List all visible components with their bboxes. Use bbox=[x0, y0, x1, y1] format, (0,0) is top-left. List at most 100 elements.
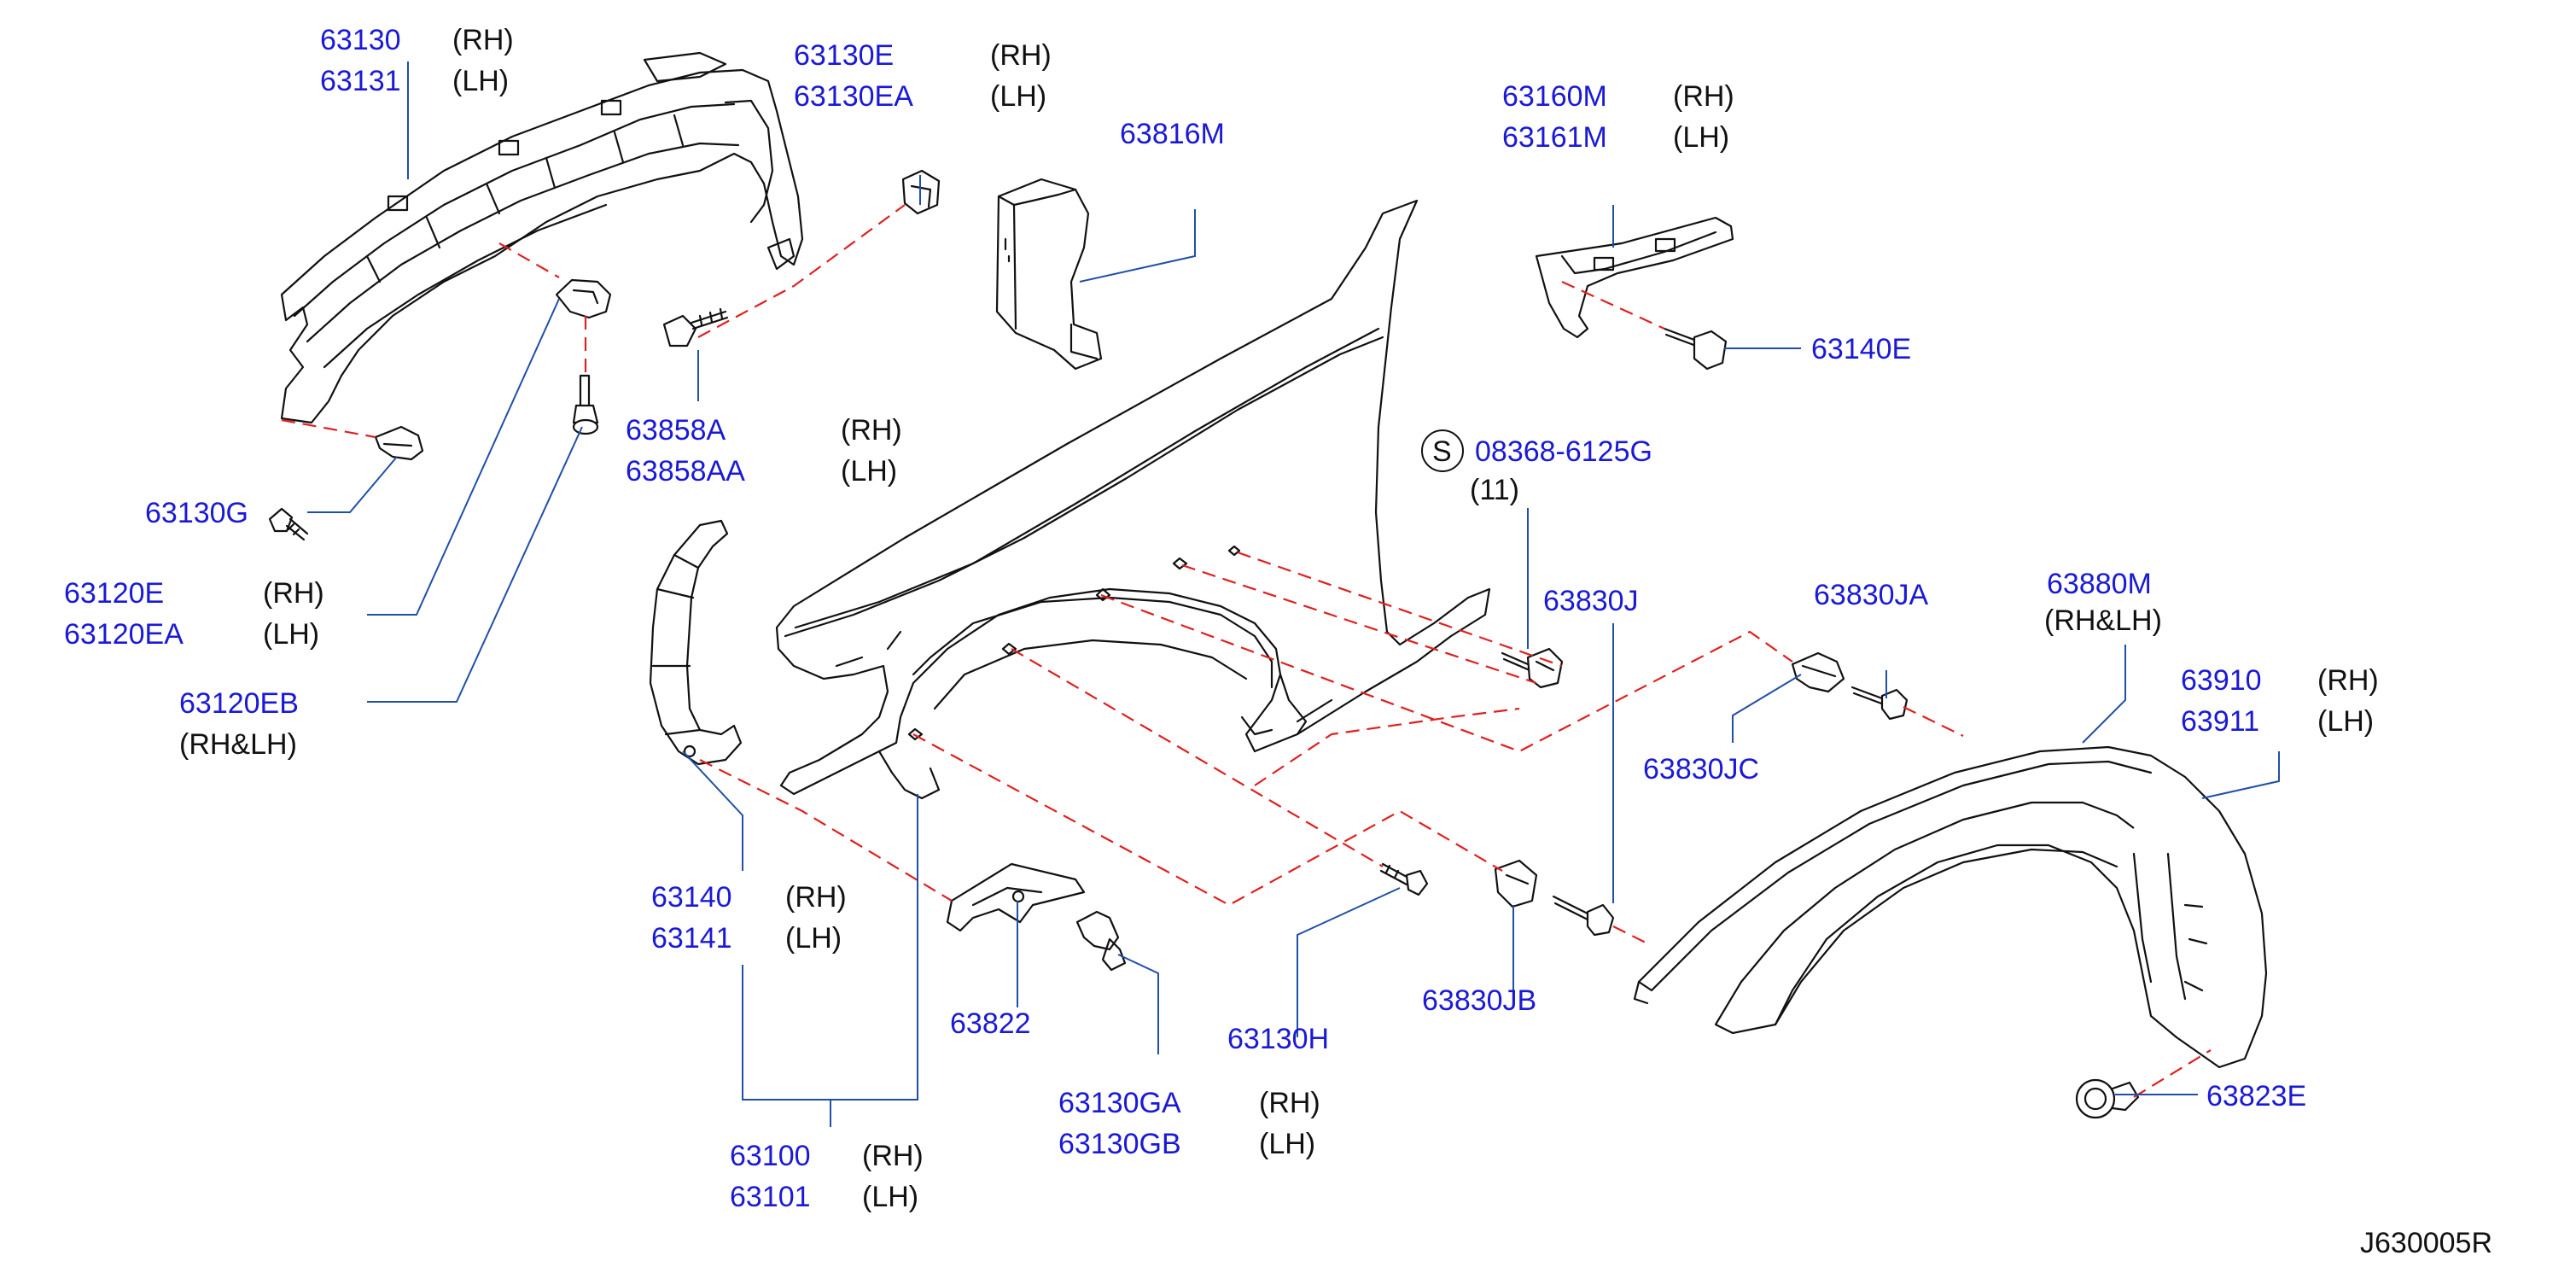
wheel-arch-moulding bbox=[1633, 745, 2268, 1069]
side-label: (LH) bbox=[990, 80, 1046, 113]
callout-63140[interactable]: 63140 (RH) 63141 (LH) bbox=[651, 881, 847, 955]
callout-08368-6125g[interactable]: 08368-6125G (11) bbox=[1470, 435, 1652, 506]
part-number: 63130E bbox=[794, 39, 894, 72]
part-number: 63858AA bbox=[626, 455, 745, 488]
bracket-63822 bbox=[946, 862, 1086, 932]
front-inner-fender-liner bbox=[280, 51, 804, 424]
callout-63120e[interactable]: 63120E (RH) 63120EA (LH) bbox=[64, 577, 324, 651]
clip-63830jb bbox=[1494, 859, 1538, 908]
side-label: (RH&LH) bbox=[179, 728, 297, 761]
part-number: 63130GA bbox=[1058, 1087, 1181, 1119]
clip-63830j bbox=[1501, 647, 1615, 937]
callout-63160m[interactable]: 63160M (RH) 63161M (LH) bbox=[1502, 80, 1734, 154]
assembly-lines bbox=[281, 204, 2212, 1098]
side-label: (LH) bbox=[1673, 121, 1729, 154]
part-number: 08368-6125G bbox=[1475, 435, 1652, 468]
callout-63120eb[interactable]: 63120EB (RH&LH) bbox=[179, 687, 299, 761]
part-number: 63120EB bbox=[179, 687, 299, 720]
bolt-63120eb bbox=[572, 374, 599, 435]
side-label: (RH) bbox=[263, 577, 324, 610]
part-number: 63130H bbox=[1227, 1023, 1329, 1055]
splash-shield-63816m bbox=[995, 178, 1103, 371]
callout-63823e[interactable]: 63823E bbox=[2206, 1080, 2306, 1112]
part-number: 63130EA bbox=[794, 80, 913, 113]
part-number: 63120EA bbox=[64, 618, 184, 651]
retainer-63120e bbox=[555, 278, 612, 319]
clip-63130ga bbox=[1075, 910, 1127, 972]
part-number: 63141 bbox=[651, 922, 732, 955]
screw-63130h bbox=[1379, 862, 1429, 896]
part-number: 63140E bbox=[1811, 333, 1911, 365]
part-number: 63140 bbox=[651, 881, 732, 914]
callout-63130[interactable]: 63130 (RH) 63131 (LH) bbox=[320, 24, 514, 97]
callout-63130h[interactable]: 63130H bbox=[1227, 1023, 1329, 1055]
clip-63130g bbox=[268, 425, 424, 541]
part-number: 63816M bbox=[1120, 118, 1225, 150]
callout-63822[interactable]: 63822 bbox=[950, 1007, 1031, 1040]
part-number: 63822 bbox=[950, 1007, 1031, 1040]
part-number: 63830JC bbox=[1643, 753, 1759, 785]
part-number: 63823E bbox=[2206, 1080, 2306, 1112]
clip-63830jc bbox=[1791, 651, 1845, 693]
pad-63160m bbox=[1535, 216, 1734, 339]
part-number: 63160M bbox=[1502, 80, 1607, 113]
part-number: 63910 bbox=[2181, 664, 2262, 697]
part-number: 63830JB bbox=[1422, 984, 1536, 1017]
side-label: (RH) bbox=[452, 24, 514, 56]
callout-63100[interactable]: 63100 (RH) 63101 (LH) bbox=[730, 1140, 924, 1213]
callout-63830ja[interactable]: 63830JA bbox=[1814, 579, 1929, 611]
callout-63910[interactable]: 63910 (RH) 63911 (LH) bbox=[2181, 664, 2379, 738]
side-label: (RH) bbox=[1673, 80, 1734, 113]
side-label: (RH) bbox=[862, 1140, 924, 1172]
side-label: (RH) bbox=[2317, 664, 2379, 697]
fender-bolts bbox=[907, 545, 1241, 741]
part-number: 63830JA bbox=[1814, 579, 1929, 611]
clip-63140e bbox=[1663, 327, 1728, 371]
callout-63130ga[interactable]: 63130GA (RH) 63130GB (LH) bbox=[1058, 1087, 1320, 1160]
part-number: 63130G bbox=[145, 497, 248, 529]
part-number: 63130GB bbox=[1058, 1128, 1181, 1160]
part-number: 63858A bbox=[626, 414, 726, 447]
clip-63830ja bbox=[1850, 686, 1909, 721]
side-label: (LH) bbox=[785, 922, 842, 955]
part-number: 63830J bbox=[1543, 585, 1639, 617]
bracket-63140 bbox=[649, 519, 743, 766]
callout-63130g[interactable]: 63130G bbox=[145, 497, 248, 529]
side-label: (LH) bbox=[862, 1181, 918, 1213]
side-label: (RH) bbox=[1259, 1087, 1320, 1119]
front-fender-63100 bbox=[775, 199, 1491, 800]
callout-63130e[interactable]: 63130E (RH) 63130EA (LH) bbox=[794, 39, 1052, 113]
part-number: 63100 bbox=[730, 1140, 811, 1172]
side-label: (LH) bbox=[2317, 705, 2374, 738]
quantity-label: (11) bbox=[1470, 474, 1519, 506]
callout-63830jb[interactable]: 63830JB bbox=[1422, 984, 1536, 1017]
side-label: (LH) bbox=[841, 455, 897, 488]
part-number: 63130 bbox=[320, 24, 401, 56]
side-label: (LH) bbox=[452, 65, 509, 97]
standard-part-symbol: S bbox=[1432, 435, 1452, 468]
callout-63880m[interactable]: 63880M (RH&LH) bbox=[2044, 568, 2162, 637]
part-number: 63880M bbox=[2047, 568, 2152, 600]
clip-63823e bbox=[2075, 1078, 2140, 1119]
side-label: (RH) bbox=[990, 39, 1052, 72]
part-number: 63161M bbox=[1502, 121, 1607, 154]
diagram-reference-id: J630005R bbox=[2360, 1227, 2492, 1259]
side-label: (RH) bbox=[841, 414, 902, 447]
callout-63140e[interactable]: 63140E bbox=[1811, 333, 1911, 365]
callout-63830jc[interactable]: 63830JC bbox=[1643, 753, 1759, 785]
side-label: (RH) bbox=[785, 881, 847, 914]
part-number: 63120E bbox=[64, 577, 164, 610]
callout-63816m[interactable]: 63816M bbox=[1120, 118, 1225, 150]
part-number: 63911 bbox=[2181, 705, 2259, 738]
standard-part-symbol-circle bbox=[1421, 429, 1464, 472]
side-label: (LH) bbox=[1259, 1128, 1315, 1160]
part-number: 63101 bbox=[730, 1181, 811, 1213]
side-label: (RH&LH) bbox=[2044, 604, 2162, 637]
screw-63858a bbox=[662, 307, 729, 347]
side-label: (LH) bbox=[263, 618, 319, 651]
part-number: 63131 bbox=[320, 65, 401, 97]
leader-lines bbox=[307, 61, 2280, 1127]
callout-63858a[interactable]: 63858A (RH) 63858AA (LH) bbox=[626, 414, 902, 488]
callout-63830j[interactable]: 63830J bbox=[1543, 585, 1639, 617]
